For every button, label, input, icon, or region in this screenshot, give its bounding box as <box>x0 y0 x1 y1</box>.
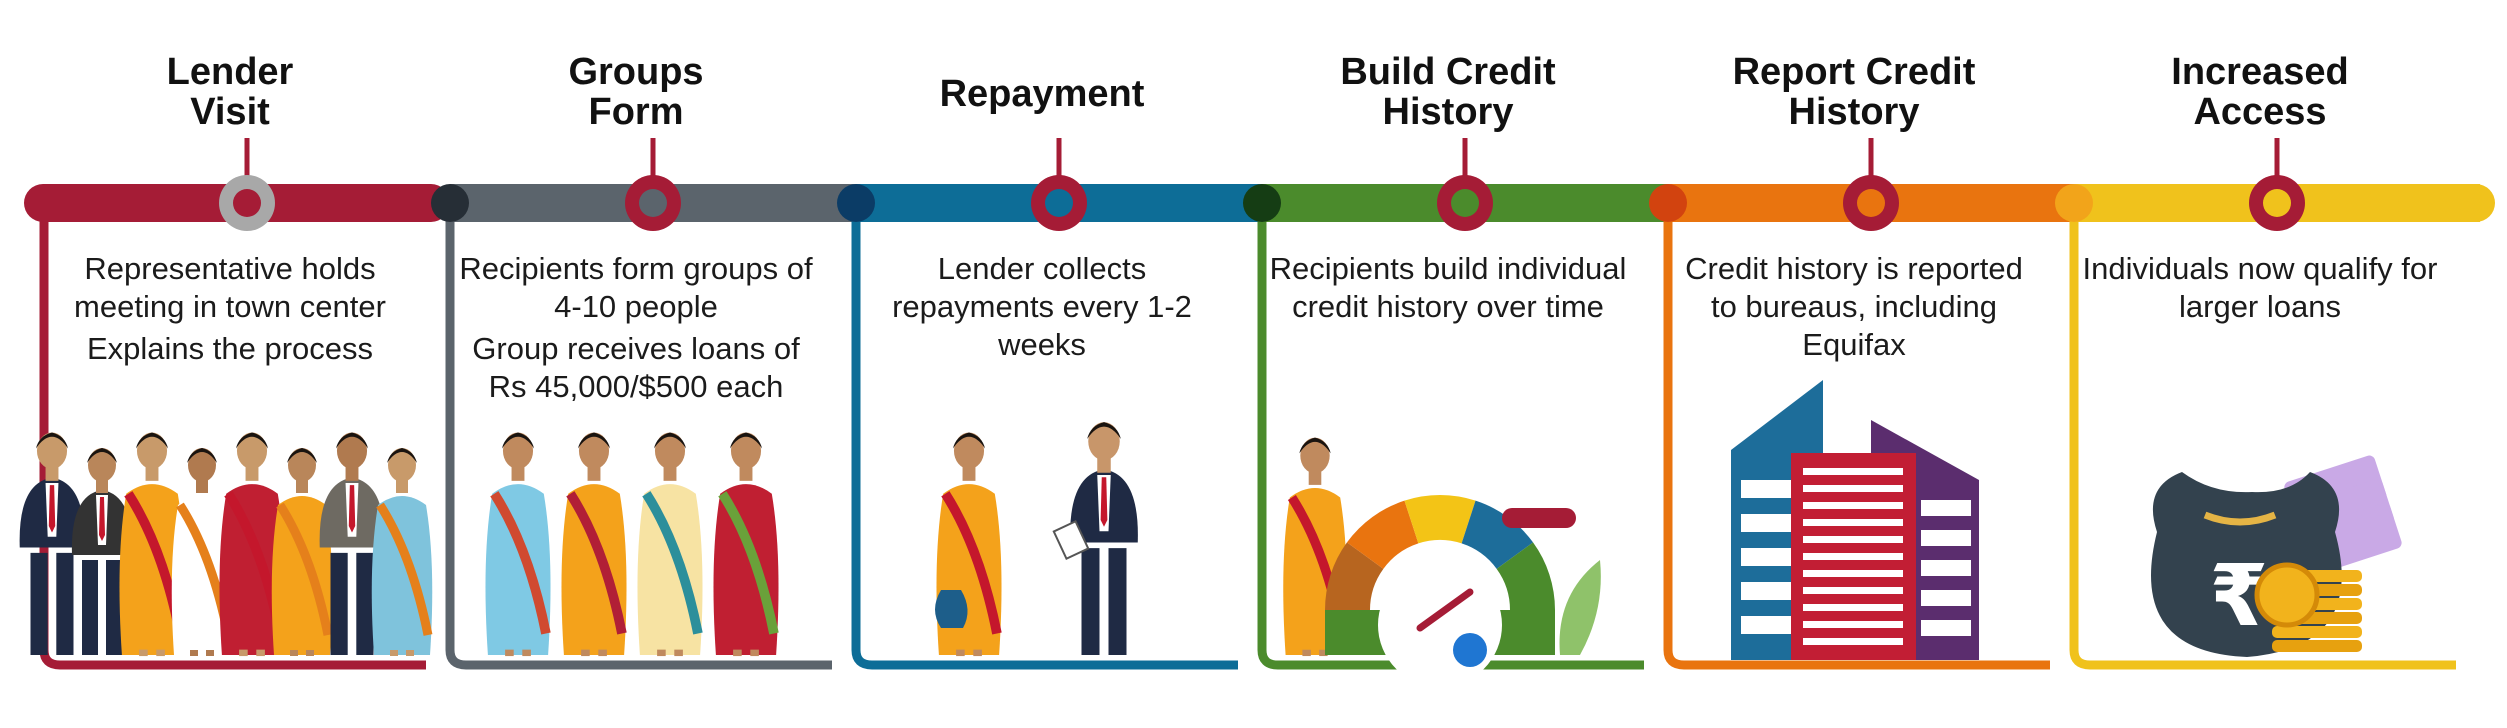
step-title-line: Increased <box>2171 51 2349 93</box>
bureau-buildings-illustration <box>1731 380 1979 660</box>
step-description-line: Individuals now qualify for larger loans <box>2082 251 2438 324</box>
timeline-node-core <box>639 189 667 217</box>
step-title-line: History <box>1382 91 1514 133</box>
step-title-line: Visit <box>190 91 270 133</box>
step-description-line: Explains the process <box>86 331 374 366</box>
step-description-line: Recipients form groups of 4-10 people <box>459 251 813 324</box>
step-description-line: Credit history is reported to bureaus, i… <box>1685 251 2023 362</box>
step-title-line: Form <box>588 91 684 133</box>
step-description: Representative holds meeting in town cen… <box>44 250 416 372</box>
timeline-joint <box>837 184 875 222</box>
timeline-joint <box>1243 184 1281 222</box>
timeline-node-core <box>1857 189 1885 217</box>
timeline-node-core <box>233 189 261 217</box>
timeline-joint <box>2055 184 2093 222</box>
step-title-line: Build Credit <box>1340 51 1556 93</box>
group-of-women-illustration <box>485 432 779 657</box>
step-description: Lender collects repayments every 1-2 wee… <box>856 250 1228 368</box>
timeline-node-core <box>1451 189 1479 217</box>
credit-score-gauge-illustration <box>1283 437 1601 687</box>
step-title-line: Repayment <box>939 73 1145 115</box>
step-title-line: History <box>1788 91 1920 133</box>
step-description-line: Lender collects repayments every 1-2 wee… <box>892 251 1192 362</box>
step-title-line: Groups <box>568 51 704 93</box>
woman-and-lender-illustration <box>935 422 1138 657</box>
step-description-line: Recipients build individual credit histo… <box>1269 251 1627 324</box>
step-frame <box>851 203 1238 670</box>
step-description: Credit history is reported to bureaus, i… <box>1668 250 2040 368</box>
step-title-line: Access <box>2193 91 2327 133</box>
money-bag-and-coins-illustration: ₹ <box>2151 455 2402 657</box>
timeline-node-core <box>1045 189 1073 217</box>
step-description-line: Representative holds meeting in town cen… <box>74 251 386 324</box>
step-frame <box>1257 203 1644 670</box>
step-description: Individuals now qualify for larger loans <box>2074 250 2446 330</box>
step-frame <box>445 203 832 670</box>
step-description-line: Group receives loans of Rs 45,000/$500 e… <box>472 331 800 404</box>
step-description: Recipients build individual credit histo… <box>1262 250 1634 330</box>
timeline-joint <box>431 184 469 222</box>
step-title: Repayment <box>856 74 1228 114</box>
timeline-end-cap <box>2457 184 2495 222</box>
crowd-of-villagers-illustration <box>19 432 433 657</box>
step-frame <box>1663 203 2050 670</box>
step-frame <box>2069 203 2456 670</box>
timeline-joint <box>1649 184 1687 222</box>
step-title-line: Lender <box>166 51 294 93</box>
timeline-node-core <box>2263 189 2291 217</box>
step-title-line: Report Credit <box>1732 51 1976 93</box>
